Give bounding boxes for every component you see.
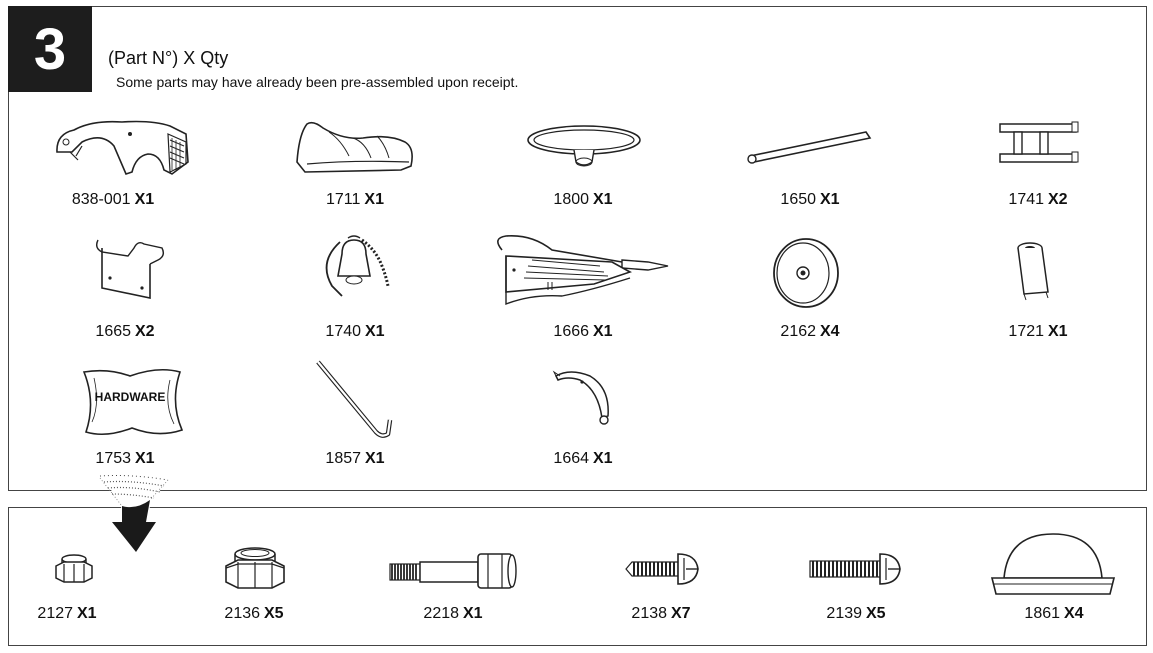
part-qty: X1 bbox=[593, 191, 613, 208]
seat-icon bbox=[296, 121, 413, 173]
bell-icon bbox=[325, 235, 390, 297]
part-number: 838-001 bbox=[71, 191, 131, 208]
part-number: 1665 bbox=[95, 323, 132, 340]
part-number: 1666 bbox=[553, 323, 590, 340]
part-number: 1721 bbox=[1008, 323, 1045, 340]
hardware-bag-text: HARDWARE bbox=[95, 390, 166, 404]
part-number: 2127 bbox=[37, 605, 74, 622]
small-nut-icon bbox=[55, 554, 93, 583]
part-qty: X5 bbox=[866, 605, 886, 622]
column-sleeve-icon bbox=[1017, 242, 1049, 301]
part-number: 2139 bbox=[826, 605, 863, 622]
part-number: 1857 bbox=[325, 450, 362, 467]
part-qty: X7 bbox=[671, 605, 691, 622]
part-qty: X1 bbox=[463, 605, 483, 622]
wheel-icon bbox=[773, 238, 839, 308]
step-number-badge: 3 bbox=[8, 6, 92, 92]
shoulder-bolt-icon bbox=[389, 553, 517, 589]
hook-rod-icon bbox=[316, 360, 393, 438]
part-number: 1711 bbox=[326, 191, 361, 208]
part-number: 2162 bbox=[780, 323, 817, 340]
part-number: 1800 bbox=[553, 191, 590, 208]
part-number: 2138 bbox=[631, 605, 668, 622]
part-qty: X1 bbox=[820, 191, 840, 208]
part-number: 2218 bbox=[423, 605, 460, 622]
part-qty: X2 bbox=[135, 323, 155, 340]
part-qty: X4 bbox=[820, 323, 840, 340]
long-screw-icon bbox=[809, 553, 901, 585]
part-number: 1741 bbox=[1008, 191, 1045, 208]
rear-rack-icon bbox=[497, 234, 669, 306]
hubcap-icon bbox=[990, 533, 1116, 595]
part-qty: X1 bbox=[365, 450, 385, 467]
large-nut-icon bbox=[225, 547, 285, 589]
part-qty: X1 bbox=[135, 450, 155, 467]
steering-wheel-icon bbox=[527, 125, 641, 167]
car-body-icon bbox=[56, 120, 189, 175]
mounting-bracket-icon bbox=[95, 239, 165, 299]
hardware-panel bbox=[8, 507, 1147, 646]
strap-bracket-icon bbox=[552, 370, 609, 425]
frame-bracket-icon bbox=[999, 121, 1079, 163]
part-qty: X1 bbox=[364, 191, 384, 208]
parts-panel bbox=[8, 6, 1147, 491]
legend-subtitle: Some parts may have already been pre-ass… bbox=[116, 74, 519, 90]
funnel-arrow-icon bbox=[99, 475, 169, 552]
part-qty: X1 bbox=[77, 605, 97, 622]
part-qty: X1 bbox=[593, 450, 613, 467]
part-qty: X4 bbox=[1064, 605, 1084, 622]
short-screw-icon bbox=[625, 553, 699, 585]
part-qty: X1 bbox=[1048, 323, 1068, 340]
part-number: 1650 bbox=[780, 191, 817, 208]
part-number: 1740 bbox=[325, 323, 362, 340]
part-qty: X5 bbox=[264, 605, 284, 622]
part-qty: X1 bbox=[593, 323, 613, 340]
part-number: 2136 bbox=[224, 605, 261, 622]
part-qty: X1 bbox=[365, 323, 385, 340]
axle-rod-icon bbox=[747, 131, 872, 164]
part-number: 1861 bbox=[1024, 605, 1061, 622]
part-qty: X1 bbox=[134, 191, 155, 208]
part-number: 1664 bbox=[553, 450, 590, 467]
part-qty: X2 bbox=[1048, 191, 1068, 208]
hardware-bag-icon: HARDWARE bbox=[82, 368, 184, 436]
legend-title: (Part N°) X Qty bbox=[108, 48, 229, 68]
part-number: 1753 bbox=[95, 450, 132, 467]
